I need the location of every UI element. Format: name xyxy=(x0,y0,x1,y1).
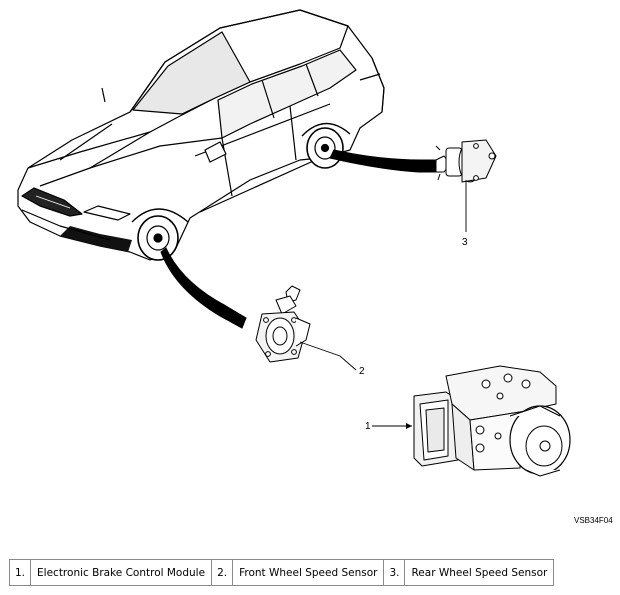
car-shadow xyxy=(60,226,132,252)
car-illustration xyxy=(17,9,385,261)
callout-1: 1 xyxy=(365,421,371,432)
legend-label-3: Rear Wheel Speed Sensor xyxy=(404,559,555,586)
front-sensor-leader-band xyxy=(160,247,247,329)
car-windshield xyxy=(132,31,251,115)
callout-2: 2 xyxy=(359,366,365,377)
electronic-brake-control-module xyxy=(413,365,571,477)
callout-3: 3 xyxy=(462,237,468,248)
rear-wheel-speed-sensor xyxy=(435,139,497,183)
figure-code: VSB34F04 xyxy=(574,516,613,525)
legend-num-1: 1. xyxy=(8,559,32,586)
diagram-figure: 3 2 1 xyxy=(17,9,613,525)
legend-num-3: 3. xyxy=(383,559,406,586)
front-wheel-speed-sensor xyxy=(255,285,311,363)
legend-row: 1. Electronic Brake Control Module 2. Fr… xyxy=(8,559,555,586)
legend-label-1: Electronic Brake Control Module xyxy=(30,559,213,586)
car-side-windows xyxy=(217,49,357,139)
legend-label-2: Front Wheel Speed Sensor xyxy=(232,559,385,586)
rear-sensor-leader-band xyxy=(329,149,437,173)
legend-table: 1. Electronic Brake Control Module 2. Fr… xyxy=(8,559,555,586)
legend-num-2: 2. xyxy=(211,559,234,586)
